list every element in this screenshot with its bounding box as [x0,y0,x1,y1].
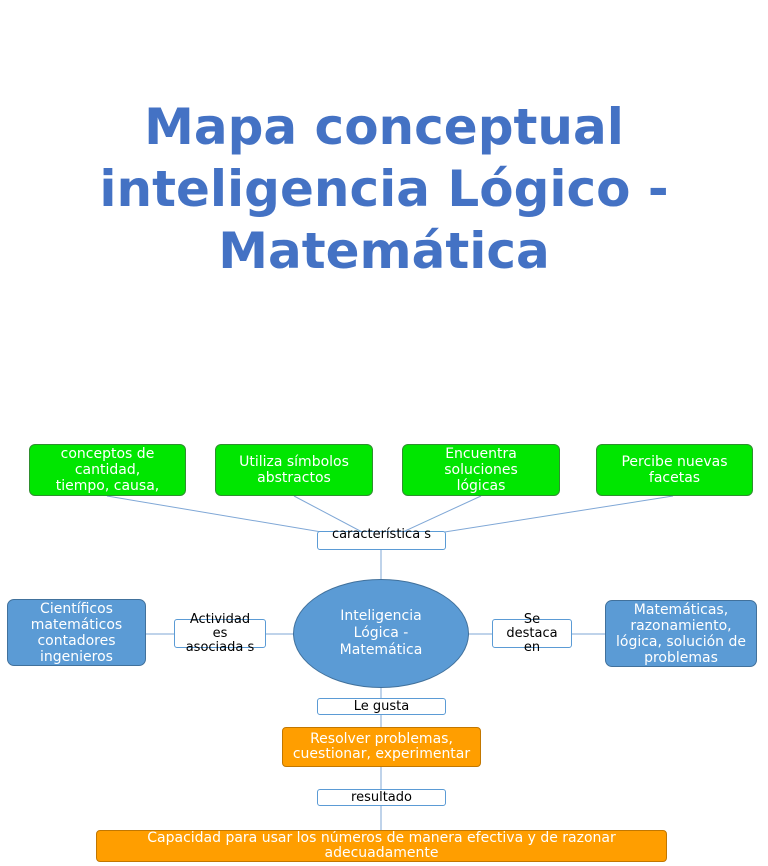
right-box-matematicas: Matemáticas, razonamiento, lógica, soluc… [605,600,757,667]
label-le-gusta: Le gusta [317,698,446,715]
top-box-facetas: Percibe nuevas facetas [596,444,753,496]
box-capacidad: Capacidad para usar los números de maner… [96,830,667,862]
label-resultado: resultado [317,789,446,806]
top-box-conceptos: conceptos de cantidad, tiempo, causa, [29,444,186,496]
top-box-simbolos: Utiliza símbolos abstractos [215,444,373,496]
label-se-destaca: Se destaca en [492,612,572,654]
left-box-profesiones: Científicos matemáticos contadores ingen… [7,599,146,666]
label-actividades: Actividad es asociada s [174,612,266,654]
center-concept: Inteligencia Lógica - Matemática [293,579,469,688]
top-box-soluciones: Encuentra soluciones lógicas [402,444,560,496]
box-resolver-problemas: Resolver problemas, cuestionar, experime… [282,727,481,767]
page-title: Mapa conceptual inteligencia Lógico - Ma… [99,98,669,280]
label-caracteristicas: característica s [317,528,446,550]
